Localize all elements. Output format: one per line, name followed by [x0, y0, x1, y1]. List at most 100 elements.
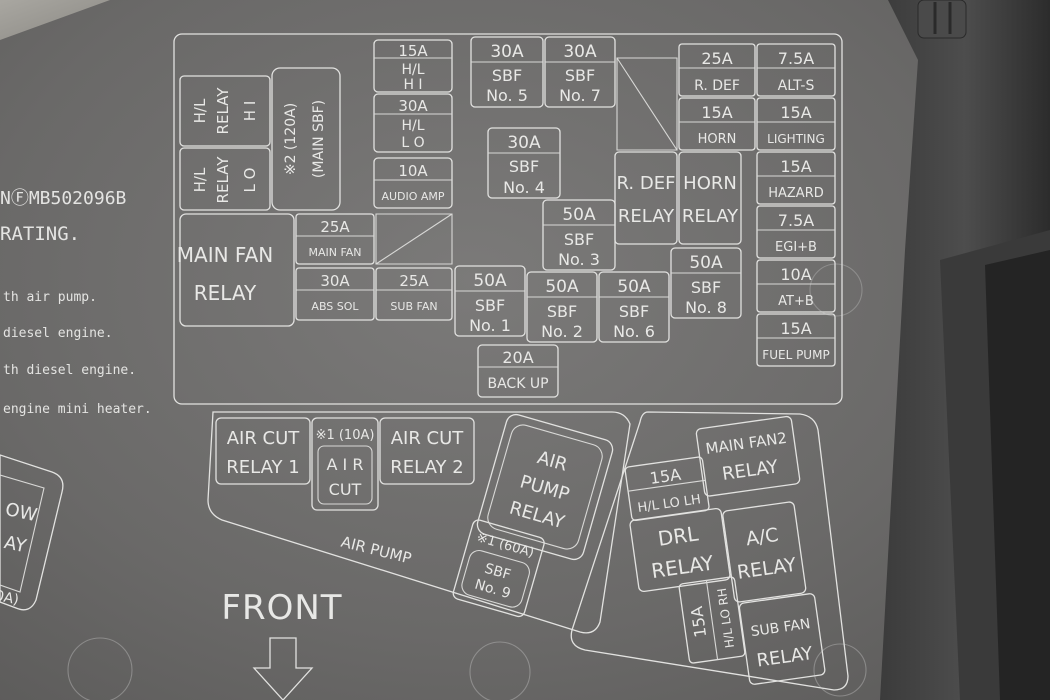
svg-text:SBF: SBF: [475, 296, 505, 315]
sub-fan-relay: SUB FAN RELAY: [738, 593, 826, 685]
svg-text:ABS SOL: ABS SOL: [311, 300, 359, 313]
svg-text:SUB FAN: SUB FAN: [750, 616, 812, 640]
svg-text:50A: 50A: [473, 271, 507, 291]
svg-text:15A: 15A: [780, 157, 811, 176]
svg-text:SBF: SBF: [483, 561, 513, 584]
sbf-no-8: 50A SBF No. 8: [670, 247, 742, 319]
front-label: FRONT: [221, 588, 342, 628]
svg-text:50A: 50A: [562, 205, 596, 225]
svg-text:AT+B: AT+B: [778, 294, 814, 309]
note-2: diesel engine.: [3, 326, 113, 341]
svg-text:15A: 15A: [687, 605, 710, 639]
sbf-no-6: 50A SBF No. 6: [598, 271, 670, 343]
svg-text:15A: 15A: [701, 103, 732, 122]
svg-text:30A: 30A: [490, 42, 524, 62]
fuse-back-up: 20A BACK UP: [477, 344, 559, 398]
svg-text:HORN: HORN: [683, 173, 737, 194]
svg-text:A/C: A/C: [744, 524, 779, 550]
air-cut-relay-2: AIR CUT RELAY 2: [379, 417, 475, 485]
svg-text:L O: L O: [241, 168, 259, 193]
svg-text:HORN: HORN: [698, 132, 737, 147]
svg-text:SBF: SBF: [492, 66, 522, 85]
latch-tab: [917, 0, 967, 39]
sbf-no-3: 50A SBF No. 3: [542, 199, 616, 271]
svg-text:※2 (120A): ※2 (120A): [283, 103, 299, 175]
svg-text:50A: 50A: [689, 253, 723, 273]
sbf-no-5: 30A SBF No. 5: [470, 36, 544, 108]
note-3: th diesel engine.: [3, 363, 136, 378]
fuse-horn: 15A HORN: [678, 97, 756, 151]
svg-text:AIR CUT: AIR CUT: [227, 428, 301, 449]
partial-glow-relay: OW AY 0A): [0, 454, 64, 611]
sbf-no-4: 30A SBF No. 4: [487, 127, 561, 199]
svg-text:50A: 50A: [617, 277, 651, 297]
svg-text:RELAY: RELAY: [214, 87, 232, 135]
svg-text:AIR: AIR: [535, 447, 570, 475]
svg-text:SBF: SBF: [691, 278, 721, 297]
part-number: NⒻMB502096B: [0, 188, 126, 209]
main-fuse-panel-outline: [173, 33, 843, 405]
svg-text:30A: 30A: [507, 133, 541, 153]
svg-text:30A: 30A: [398, 97, 428, 115]
lid-side-shadow: [985, 250, 1050, 700]
svg-text:R. DEF: R. DEF: [694, 78, 740, 94]
svg-text:BACK UP: BACK UP: [487, 376, 548, 392]
rating-text: RATING.: [0, 223, 80, 245]
air-cut-relay-1: AIR CUT RELAY 1: [215, 417, 311, 485]
svg-text:No. 3: No. 3: [558, 250, 600, 269]
fuse-hl-lo: 30A H/L L O: [373, 93, 453, 153]
main-fan2-relay: MAIN FAN2 RELAY: [695, 415, 801, 497]
svg-text:0A): 0A): [0, 588, 20, 609]
hl-relay-lo: H/L RELAY L O: [179, 147, 271, 211]
svg-text:10A: 10A: [398, 162, 428, 180]
svg-text:SUB FAN: SUB FAN: [390, 300, 437, 313]
sbf-no-1: 50A SBF No. 1: [454, 265, 526, 337]
svg-text:50A: 50A: [545, 277, 579, 297]
svg-text:MAIN FAN: MAIN FAN: [177, 243, 273, 267]
fuse-audio-amp: 10A AUDIO AMP: [373, 157, 453, 209]
air-pump-group-outline: [207, 411, 631, 634]
svg-text:H/L: H/L: [191, 167, 209, 192]
svg-text:No. 6: No. 6: [613, 322, 655, 341]
svg-text:10A: 10A: [780, 265, 811, 284]
svg-text:H I: H I: [403, 77, 422, 93]
svg-text:No. 8: No. 8: [685, 298, 727, 317]
svg-text:R. DEF: R. DEF: [617, 173, 676, 194]
svg-text:SBF: SBF: [564, 230, 594, 249]
fuse-sub-fan: 25A SUB FAN: [375, 267, 453, 321]
svg-text:ALT-S: ALT-S: [778, 78, 815, 94]
svg-text:No. 7: No. 7: [559, 86, 601, 105]
svg-text:30A: 30A: [320, 272, 350, 290]
fuse-egi-b: 7.5A EGI+B: [756, 205, 836, 259]
svg-text:No. 1: No. 1: [469, 316, 511, 335]
svg-text:LIGHTING: LIGHTING: [767, 132, 825, 146]
air-cut-fuse: ※1 (10A) A I R CUT: [311, 417, 379, 511]
svg-text:RELAY 1: RELAY 1: [226, 457, 299, 478]
svg-text:RELAY: RELAY: [214, 156, 232, 204]
svg-text:SBF: SBF: [619, 302, 649, 321]
svg-text:25A: 25A: [320, 218, 350, 236]
svg-text:H/L: H/L: [401, 62, 424, 78]
lid-corner-highlight: [0, 0, 110, 40]
svg-text:RELAY: RELAY: [618, 206, 675, 227]
svg-text:25A: 25A: [701, 49, 732, 68]
air-pump-group-label: AIR PUMP: [339, 533, 413, 568]
svg-text:15A: 15A: [649, 465, 683, 488]
svg-text:No. 5: No. 5: [486, 86, 528, 105]
svg-text:A I R: A I R: [327, 455, 364, 474]
svg-text:7.5A: 7.5A: [778, 211, 814, 230]
svg-text:RELAY: RELAY: [755, 643, 815, 672]
down-arrow-icon: [252, 637, 314, 700]
svg-text:RELAY: RELAY: [650, 550, 716, 583]
hl-relay-hi: H/L RELAY H I: [179, 75, 271, 147]
svg-text:No. 2: No. 2: [541, 322, 583, 341]
svg-text:15A: 15A: [780, 319, 811, 338]
fuse-main-fan: 25A MAIN FAN: [295, 213, 375, 265]
svg-text:SBF: SBF: [547, 302, 577, 321]
svg-text:RELAY 2: RELAY 2: [390, 457, 463, 478]
svg-text:15A: 15A: [780, 103, 811, 122]
main-fan-relay: MAIN FAN RELAY: [177, 213, 295, 327]
svg-text:HAZARD: HAZARD: [768, 186, 824, 201]
